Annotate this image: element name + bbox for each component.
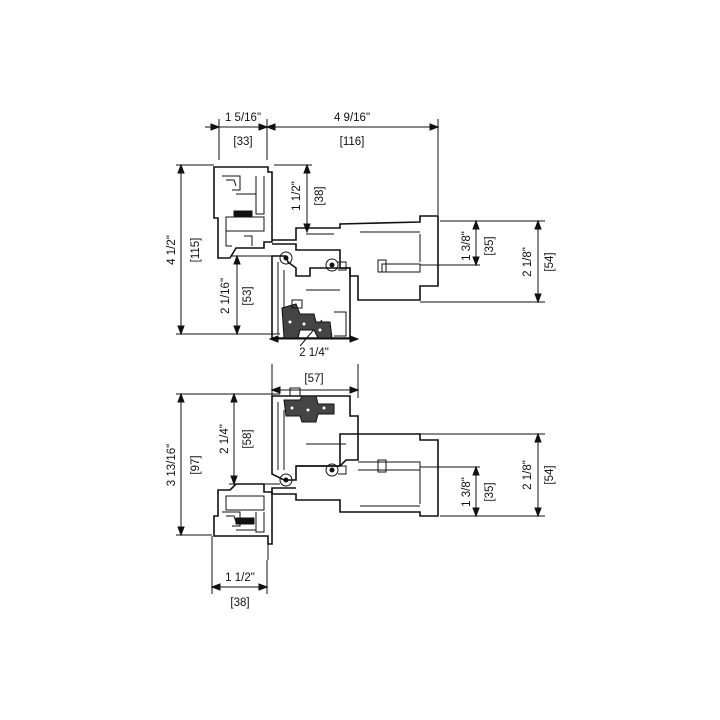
dim-height: 4 1/2" xyxy=(166,235,178,265)
dim-right-b-mm: [54] xyxy=(544,252,556,271)
top-width-dimension xyxy=(205,119,440,215)
sash-profile-bottom xyxy=(271,433,439,517)
dim-right-b-mm-bottom: [54] xyxy=(544,465,556,484)
dim-height-mm-bottom: [97] xyxy=(190,455,202,474)
glazing-profile-bottom xyxy=(271,387,359,487)
right-dimensions-bottom xyxy=(420,432,545,518)
dim-height-mm: [115] xyxy=(190,238,202,263)
height-dimension-bottom xyxy=(176,392,280,537)
dim-bottom: 2 1/4" xyxy=(299,347,329,359)
bottom-section: [57] 3 13/16" [97] 2 1/4" [58] xyxy=(166,364,556,609)
dim-top-left: 1 5/16" xyxy=(225,112,261,124)
top-dimension-bottom xyxy=(270,364,360,398)
dim-inner-mm: [38] xyxy=(314,186,326,205)
dim-inner-bottom: 2 1/4" xyxy=(219,424,231,454)
dim-lower-mm: [53] xyxy=(242,286,254,305)
dim-top-right: 4 9/16" xyxy=(334,112,370,124)
bottom-dimension-bottom xyxy=(210,536,269,594)
glazing-profile-top xyxy=(271,251,351,339)
dim-bottom-mm-bottom: [38] xyxy=(230,597,249,609)
dim-lower: 2 1/16" xyxy=(220,278,232,314)
height-dimension xyxy=(176,163,280,336)
dim-top-mm: [57] xyxy=(304,373,323,385)
dim-right-b-bottom: 2 1/8" xyxy=(522,460,534,490)
top-section: 1 5/16" [33] 4 9/16" [116] 4 1/2" [115] … xyxy=(166,112,556,359)
right-dimensions-top xyxy=(420,219,545,304)
frame-profile-top xyxy=(213,166,273,259)
dim-right-a-mm: [35] xyxy=(484,236,496,255)
sash-profile-top xyxy=(272,215,439,301)
dim-bottom-bottom: 1 1/2" xyxy=(225,572,255,584)
frame-profile-bottom xyxy=(213,483,273,560)
dim-right-a-mm-bottom: [35] xyxy=(484,482,496,501)
bottom-dimension-top xyxy=(268,319,360,347)
dim-right-a: 1 3/8" xyxy=(461,231,473,261)
dim-inner-mm-bottom: [58] xyxy=(242,429,254,448)
dim-top-right-mm: [116] xyxy=(340,136,365,148)
dim-inner: 1 1/2" xyxy=(291,181,303,211)
dim-right-b: 2 1/8" xyxy=(522,247,534,277)
dim-height-bottom: 3 13/16" xyxy=(166,444,178,486)
dim-top-left-mm: [33] xyxy=(233,136,252,148)
dim-right-a-bottom: 1 3/8" xyxy=(461,477,473,507)
